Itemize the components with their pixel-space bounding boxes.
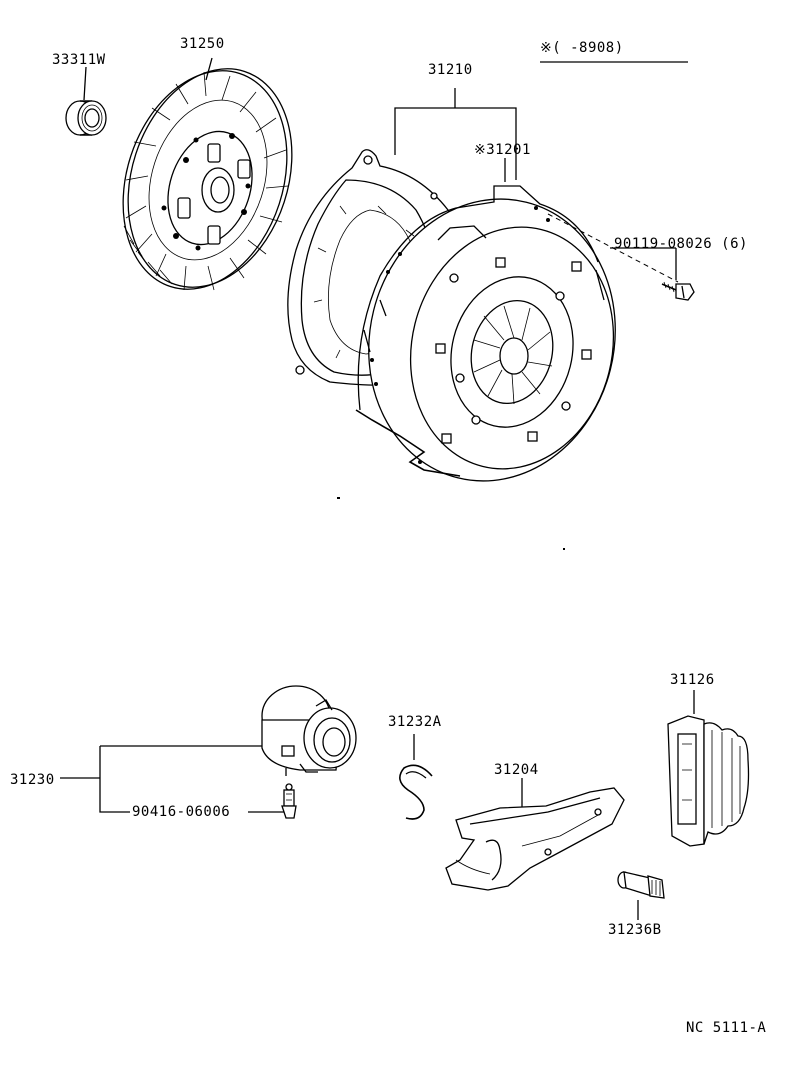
part-label-clutch-cover[interactable]: ※31201: [474, 142, 531, 158]
part-label-release-bearing-hub[interactable]: 31230: [10, 772, 55, 788]
bracket-31210: [394, 88, 517, 180]
release-fork-drawing: [445, 787, 625, 891]
part-label-pivot-stud[interactable]: 31236B: [608, 922, 662, 938]
clutch-disc-drawing: [122, 68, 293, 291]
pressure-plate-drawing: [355, 185, 616, 482]
leader-31250: [205, 57, 213, 81]
part-label-release-fork[interactable]: 31204: [494, 762, 539, 778]
note-range: ※( -8908): [540, 40, 624, 56]
bracket-31230: [60, 745, 262, 813]
bolt-drawing: [661, 281, 695, 301]
clip-inner: [405, 771, 427, 779]
drawing-code: NC 5111-A: [686, 1020, 767, 1036]
part-label-clutch-disc[interactable]: 31250: [180, 36, 225, 52]
part-label-bearing[interactable]: 33311W: [52, 52, 106, 68]
part-label-grease-fitting[interactable]: 90416-06006: [132, 804, 231, 820]
part-label-clutch-cover-assy[interactable]: 31210: [428, 62, 473, 78]
pivot-stud-drawing: [617, 871, 665, 899]
part-label-bolt[interactable]: 90119-08026 (6): [614, 236, 748, 252]
part-label-boot[interactable]: 31126: [670, 672, 715, 688]
leader-33311W: [83, 66, 87, 101]
stray-mark: [563, 548, 565, 550]
pilot-bearing-drawing: [65, 100, 107, 136]
release-bearing-drawing: [261, 685, 357, 776]
boot-drawing: [667, 715, 750, 847]
clip-drawing: [399, 764, 433, 820]
grease-fitting-drawing: [281, 783, 297, 819]
part-label-clip[interactable]: 31232A: [388, 714, 442, 730]
stray-mark: [337, 497, 340, 499]
